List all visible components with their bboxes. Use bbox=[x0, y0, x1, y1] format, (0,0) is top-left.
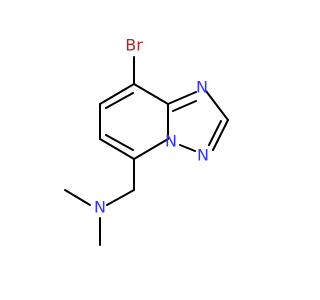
bond-c5-c6 bbox=[99, 138, 135, 160]
bond-n3-n4 bbox=[179, 144, 196, 152]
bond-c8a-n1 bbox=[167, 91, 197, 105]
atom-label-n3: N bbox=[197, 146, 209, 165]
bond-ch2-n bbox=[106, 189, 135, 206]
molecule-structure: Br N N N N bbox=[64, 36, 229, 246]
bond-c5-c6-inner bbox=[105, 134, 134, 151]
bond-c2-n3-double bbox=[208, 120, 222, 146]
bond-n4-c5 bbox=[133, 138, 169, 160]
bond-c2-n3 bbox=[212, 119, 229, 151]
atom-label-n4: N bbox=[165, 132, 177, 151]
bond-n-me-left bbox=[64, 189, 91, 206]
atom-label-n1: N bbox=[196, 78, 208, 97]
bonds bbox=[64, 56, 229, 246]
bond-c8-c8a bbox=[133, 83, 169, 105]
atom-label-br: Br bbox=[125, 36, 143, 55]
bond-c7-c8 bbox=[99, 83, 135, 105]
atom-label-amine-n: N bbox=[94, 198, 106, 217]
bond-n1-c2 bbox=[205, 90, 229, 121]
bond-c8a-n1-double bbox=[172, 100, 197, 112]
bond-c8-c7-inner bbox=[105, 92, 134, 109]
structure-drawing: Br N N N N bbox=[64, 36, 229, 246]
